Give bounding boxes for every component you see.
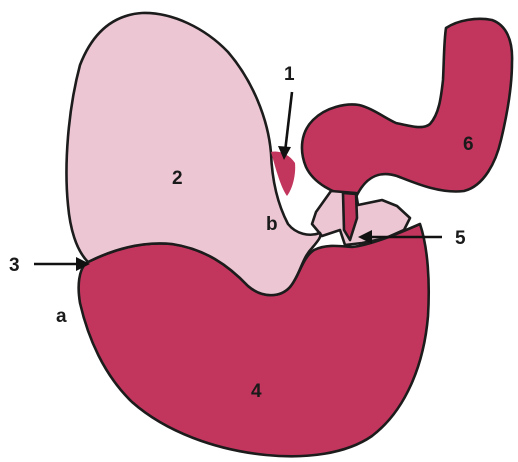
arrow-1: [278, 92, 292, 160]
label-5: 5: [455, 228, 466, 249]
label-6: 6: [463, 134, 474, 155]
label-a: a: [56, 306, 67, 327]
label-1: 1: [284, 64, 295, 85]
region-6: [302, 19, 512, 197]
label-2: 2: [172, 168, 183, 189]
label-b: b: [266, 214, 278, 235]
label-4: 4: [251, 381, 262, 402]
label-3: 3: [9, 255, 20, 276]
